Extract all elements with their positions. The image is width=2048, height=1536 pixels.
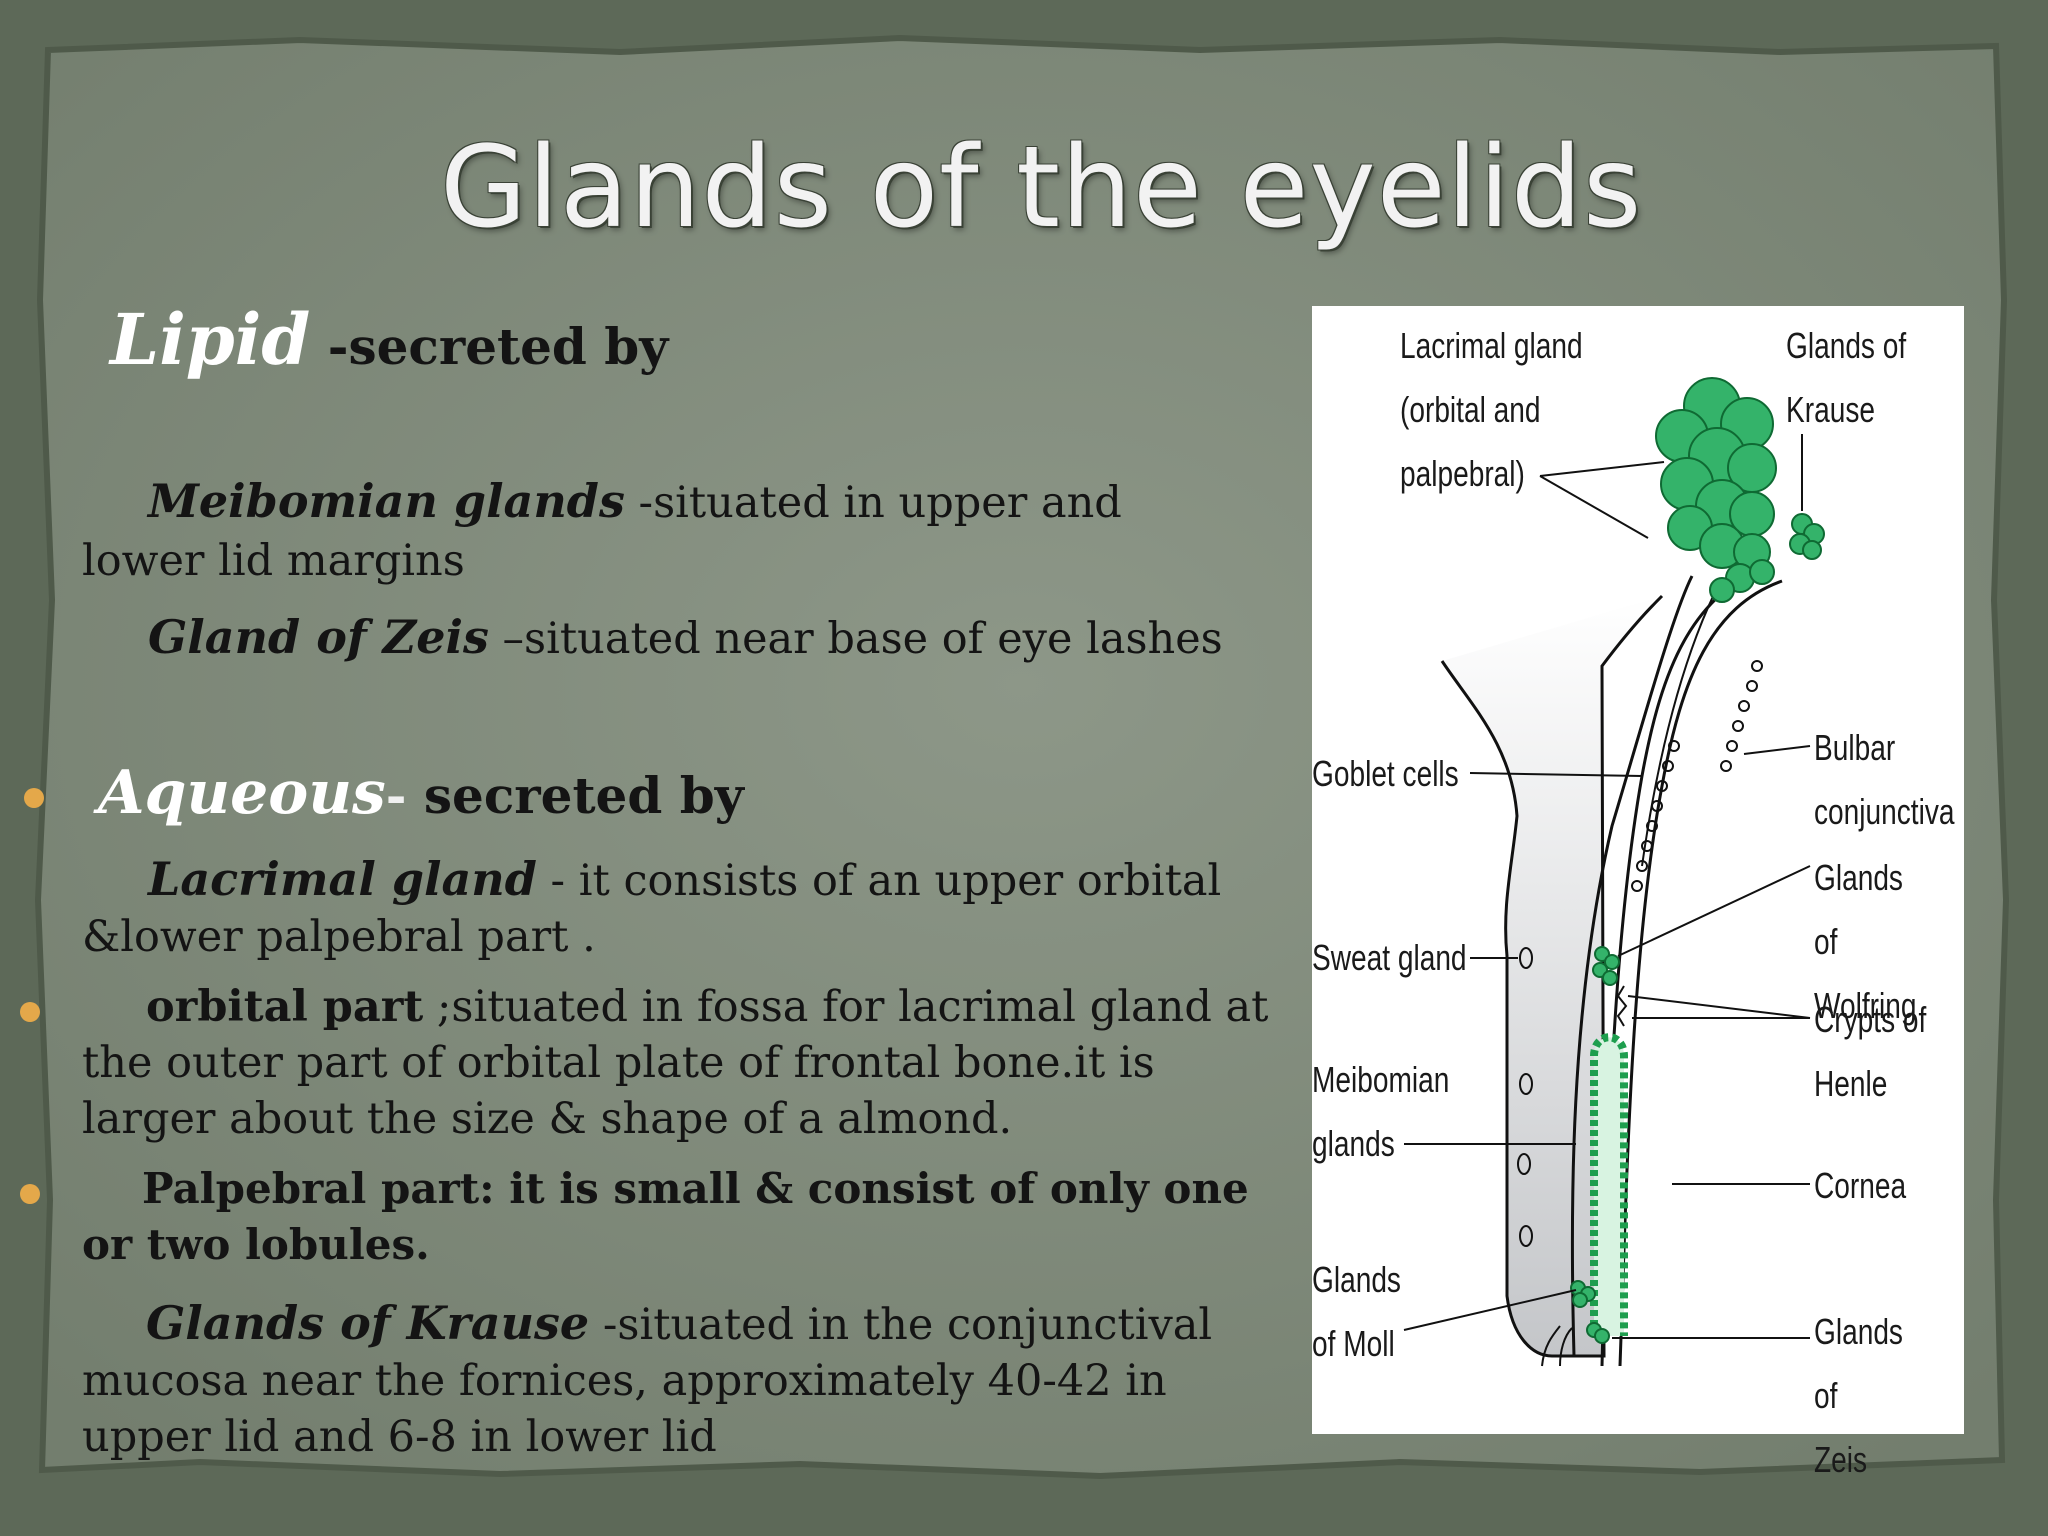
zeis-text: –situated near base of eye lashes (488, 614, 1223, 664)
lacrimal-line-1: Lacrimal gland - it consists of an upper… (148, 852, 1221, 906)
krause-line-3: upper lid and 6-8 in lower lid (82, 1412, 717, 1462)
meibomian-line-2: lower lid margins (82, 536, 465, 586)
palpebral-line-1: Palpebral part: it is small & consist of… (142, 1164, 1249, 1213)
label-leader-lines (1403, 434, 1811, 1339)
krause-line-1: Glands of Krause -situated in the conjun… (146, 1296, 1212, 1350)
label-lacrimal-gland: Lacrimal gland (orbital and palpebral) (1400, 325, 1583, 494)
krause-gland-cluster (1789, 513, 1825, 560)
lacrimal-gland-cluster (1655, 377, 1777, 603)
sweat-gland-coils (1517, 947, 1533, 1247)
lipid-heading-rest: -secreted by (310, 317, 669, 376)
krause-term: Glands of Krause (146, 1296, 590, 1350)
aqueous-heading-rest: secreted by (423, 766, 744, 825)
lipid-heading: Lipid -secreted by (110, 298, 668, 381)
eyelid-outline (1440, 594, 1664, 1358)
meibomian-gland-tube (1590, 1033, 1628, 1336)
eyelid-diagram-drawing (1403, 377, 1825, 1367)
palpebral-line-2: or two lobules. (82, 1220, 430, 1269)
zeis-line: Gland of Zeis –situated near base of eye… (148, 610, 1223, 664)
orbital-term: orbital part (146, 982, 424, 1032)
orbital-text: ;situated in fossa for lacrimal gland at (423, 982, 1269, 1032)
label-glands-of-moll: Glands of Moll (1312, 1259, 1401, 1364)
krause-text: -situated in the conjunctival (589, 1300, 1213, 1350)
meibomian-text: -situated in upper and (624, 478, 1122, 528)
slide-title: Glands of the eyelids (440, 123, 1643, 253)
wolfring-gland-cluster (1592, 946, 1620, 986)
bulbar-conjunctiva-outline (1618, 579, 1783, 1367)
eyelid-gland-diagram: Lacrimal gland (orbital and palpebral) G… (1312, 306, 1964, 1480)
bullet-aqueous (24, 788, 44, 808)
tarsal-conjunctiva-line (1570, 575, 1694, 1357)
label-glands-of-zeis: Glands of Zeis (1814, 1311, 1903, 1480)
crypts-of-henle-zigzag (1616, 985, 1628, 1027)
meibomian-line-1: Meibomian glands -situated in upper and (148, 474, 1122, 528)
meibomian-term: Meibomian glands (148, 474, 625, 528)
lipid-term: Lipid (110, 298, 311, 381)
lacrimal-line-2: &lower palpebral part . (82, 912, 596, 962)
bullet-palpebral (20, 1184, 40, 1204)
label-glands-of-krause: Glands of Krause (1786, 325, 1907, 430)
lacrimal-text: - it consists of an upper orbital (536, 856, 1222, 906)
krause-line-2: mucosa near the fornices, approximately … (82, 1356, 1167, 1406)
label-meibomian-glands: Meibomian glands (1312, 1059, 1450, 1164)
label-crypts-of-henle: Crypts of Henle (1814, 999, 1927, 1104)
goblet-cells-dots (1631, 660, 1763, 892)
fornix-curve (1641, 577, 1723, 867)
eyelashes (1541, 1325, 1573, 1367)
label-sweat-gland: Sweat gland (1312, 937, 1467, 978)
label-bulbar-conjunctiva: Bulbar conjunctiva (1814, 727, 1955, 832)
label-cornea: Cornea (1814, 1165, 1907, 1206)
zeis-moll-glands (1570, 1280, 1610, 1344)
orbital-line-2: the outer part of orbital plate of front… (82, 1038, 1155, 1088)
label-glands-of-wolfring: Glands of Wolfring (1814, 857, 1917, 1026)
aqueous-term: Aqueous (98, 758, 386, 828)
label-goblet-cells: Goblet cells (1312, 753, 1459, 794)
orbital-line-1: orbital part ;situated in fossa for lacr… (146, 982, 1268, 1032)
aqueous-heading: Aqueous- secreted by (98, 758, 744, 828)
zeis-term: Gland of Zeis (148, 610, 489, 664)
orbital-line-3: larger about the size & shape of a almon… (82, 1094, 1013, 1144)
lacrimal-term: Lacrimal gland (148, 852, 537, 906)
bullet-orbital (20, 1002, 40, 1022)
aqueous-dash: - (385, 766, 424, 825)
